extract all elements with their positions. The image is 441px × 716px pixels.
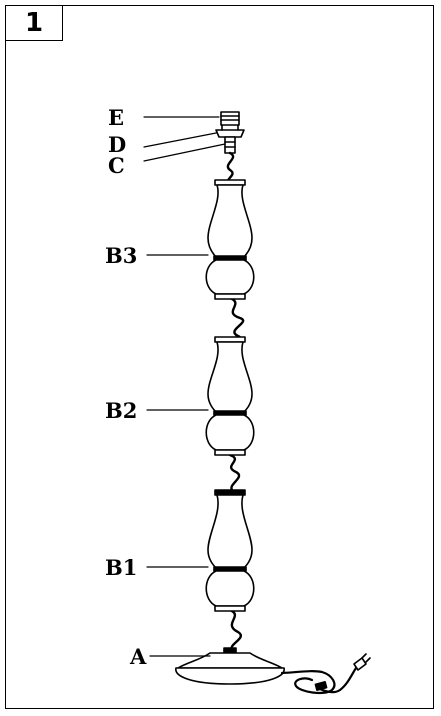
cord-b1-a	[228, 608, 242, 652]
part-b3-column	[205, 179, 255, 300]
part-c-nipple	[224, 136, 236, 154]
part-b1-column	[205, 489, 255, 612]
diagram-frame	[5, 5, 434, 709]
label-b3: B3	[105, 243, 137, 268]
step-number: 1	[5, 5, 63, 41]
label-b1: B1	[105, 555, 137, 580]
part-a-base	[175, 647, 285, 685]
label-e: E	[108, 105, 124, 130]
cord-b3-b2	[228, 296, 245, 344]
leader-lines	[143, 116, 226, 657]
label-d: D	[108, 132, 126, 157]
part-e-socket	[220, 111, 240, 126]
part-b2-column	[205, 336, 255, 456]
label-c: C	[108, 153, 125, 178]
cord-b2-b1	[228, 453, 241, 492]
power-cord	[280, 653, 371, 695]
label-a: A	[129, 644, 147, 669]
cord-c-b3	[226, 151, 235, 184]
label-b2: B2	[105, 398, 137, 423]
part-d-collar	[215, 124, 245, 138]
